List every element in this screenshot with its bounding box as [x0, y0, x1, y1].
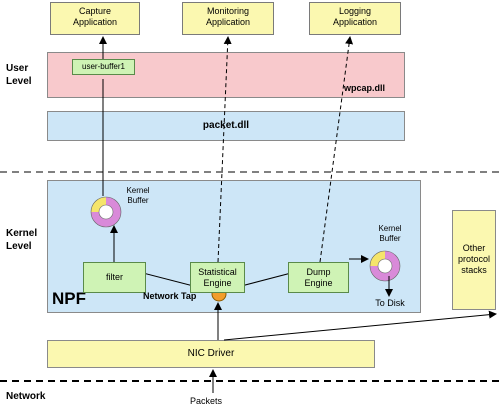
logging-dashed-arrow: [319, 36, 354, 263]
packet-label: packet.dll: [202, 120, 250, 131]
dump-engine-box: Dump Engine: [288, 262, 349, 293]
capture-application-box: Capture Application: [50, 2, 140, 35]
kernel-buffer-left-label: Kernel Buffer: [126, 186, 150, 205]
statistical-engine-box: Statistical Engine: [190, 262, 245, 293]
nic-driver-band: [47, 340, 375, 368]
packet-band: [47, 111, 405, 141]
other-stacks-box: [452, 210, 496, 310]
nic-to-other-stacks-arrow: [223, 310, 497, 341]
to-disk-label: To Disk: [375, 298, 405, 308]
user-buffer-box: user-buffer1: [72, 59, 135, 75]
nic-driver-label: NIC Driver: [187, 348, 235, 359]
user-level-label: User Level: [6, 63, 32, 87]
wpcap-label: wpcap.dll: [344, 83, 386, 93]
network-level-label: Network: [6, 391, 46, 402]
kernel-buffer-right-label: Kernel Buffer: [378, 224, 402, 243]
packets-label: Packets: [190, 396, 223, 406]
filter-box: filter: [83, 262, 146, 293]
monitoring-dashed-arrow: [217, 36, 232, 263]
kernel-buffer-right-icon: [369, 250, 401, 282]
logging-application-box: Logging Application: [309, 2, 401, 35]
network-tap-label: Network Tap: [143, 291, 197, 301]
kernel-buffer-left-icon: [90, 196, 122, 228]
monitoring-application-box: Monitoring Application: [182, 2, 274, 35]
npf-label: NPF: [52, 289, 86, 308]
kernel-level-label: Kernel Level: [6, 228, 38, 252]
other-stacks-label: Other protocol stacks: [457, 243, 491, 275]
